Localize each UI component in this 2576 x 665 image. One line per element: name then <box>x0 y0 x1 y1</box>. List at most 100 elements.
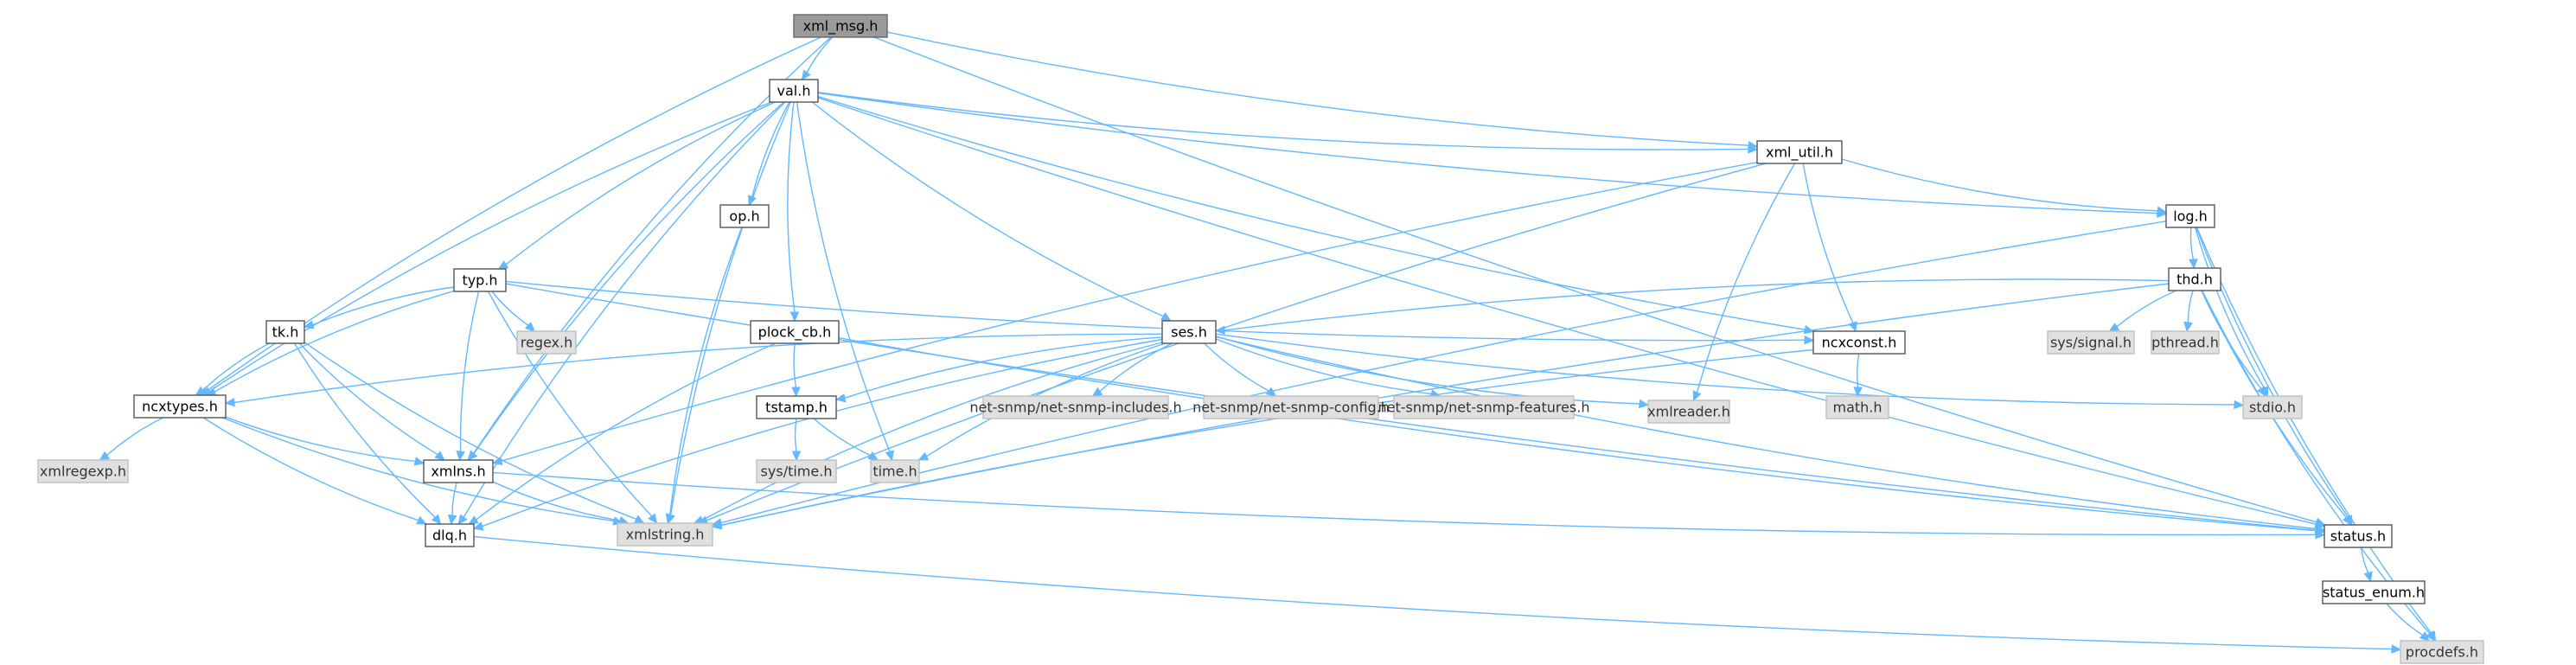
node-box <box>1393 395 1575 419</box>
edge-line <box>1802 163 1854 323</box>
arrowhead <box>472 521 484 531</box>
edge-line <box>701 342 1163 521</box>
edge-ses-to-tstamp <box>834 336 1163 403</box>
edge-xml_msg-to-xml_util <box>886 31 1759 150</box>
edge-line <box>817 92 2158 214</box>
arrowhead <box>665 513 674 525</box>
edge-ses-to-time <box>917 342 1166 461</box>
node-label: thd.h <box>2176 272 2213 288</box>
edge-tk-to-ncxtypes <box>195 342 270 396</box>
edge-line <box>2194 227 2266 389</box>
node-nsfeatures: net-snmp/net-snmp-features.h <box>1378 395 1590 419</box>
edge-line <box>293 342 436 518</box>
edge-line <box>304 342 637 520</box>
node-label: xml_util.h <box>1766 144 1833 162</box>
node-nsconfig: net-snmp/net-snmp-config.h <box>1192 395 1390 419</box>
node-label: pthread.h <box>2151 335 2219 351</box>
node-box <box>756 459 837 483</box>
edge-line <box>312 286 455 326</box>
node-label: tstamp.h <box>765 400 828 416</box>
node-ncxtypes[interactable]: ncxtypes.h <box>133 394 227 419</box>
edge-line <box>505 280 1806 342</box>
node-box <box>2242 395 2303 419</box>
node-xmlns[interactable]: xmlns.h <box>423 459 494 483</box>
edge-line <box>838 337 2317 532</box>
node-plock-cb[interactable]: plock_cb.h <box>750 320 840 344</box>
edge-val-to-xml_util <box>817 92 1759 154</box>
arrowhead <box>457 514 468 525</box>
arrowhead <box>99 451 111 461</box>
node-regex: regex.h <box>516 330 577 355</box>
edge-ses-to-stdio <box>1215 333 2245 410</box>
node-op[interactable]: op.h <box>719 204 770 228</box>
node-label: xmlstring.h <box>626 527 705 543</box>
edge-xml_util-to-ncxconst <box>1802 163 1857 333</box>
edge-tstamp-to-time <box>813 418 879 461</box>
node-label: xmlreader.h <box>1647 404 1730 420</box>
edge-val-to-plock_cb <box>787 101 800 323</box>
edge-line <box>751 101 790 197</box>
edge-line <box>720 221 2167 524</box>
edge-line <box>669 227 743 515</box>
arrowhead <box>711 521 723 530</box>
arrowhead <box>1748 144 1759 154</box>
node-label: math.h <box>1832 400 1882 416</box>
edge-line <box>451 482 457 516</box>
arrowhead <box>2156 206 2168 215</box>
arrowhead <box>2419 631 2431 642</box>
edge-dlq-to-procdefs <box>473 535 2402 654</box>
arrowhead <box>2189 259 2198 270</box>
node-box <box>2165 204 2215 228</box>
node-box <box>756 395 837 419</box>
edge-line <box>793 342 797 388</box>
node-label: xml_msg.h <box>803 18 879 35</box>
node-label: xmlregexp.h <box>40 464 126 480</box>
node-label: time.h <box>873 464 917 480</box>
arrowhead <box>1692 390 1702 402</box>
arrowhead <box>2363 571 2373 583</box>
node-ncxconst[interactable]: ncxconst.h <box>1812 330 1906 355</box>
edge-line <box>1215 336 1640 405</box>
edge-ncxtypes-to-xmlregexp <box>99 417 163 461</box>
arrowhead <box>801 69 811 80</box>
node-typ[interactable]: typ.h <box>453 268 507 292</box>
edge-line <box>1215 333 2235 406</box>
edge-ses-to-status <box>1215 336 2326 534</box>
node-xml-util[interactable]: xml_util.h <box>1756 140 1843 164</box>
node-status[interactable]: status.h <box>2324 524 2393 548</box>
node-dlq[interactable]: dlq.h <box>425 523 475 547</box>
node-box <box>423 459 494 483</box>
edge-typ-to-xmlstring <box>487 291 658 524</box>
node-val[interactable]: val.h <box>769 79 819 103</box>
node-log[interactable]: log.h <box>2165 204 2215 228</box>
node-box <box>982 395 1169 419</box>
node-thd[interactable]: thd.h <box>2168 267 2221 291</box>
node-ses[interactable]: ses.h <box>1161 320 1217 344</box>
node-status-enum[interactable]: status_enum.h <box>2322 580 2426 604</box>
edge-line <box>225 416 416 463</box>
edge-line <box>214 290 455 393</box>
node-xml-msg[interactable]: xml_msg.h <box>793 14 888 38</box>
arrowhead <box>2257 386 2266 398</box>
node-box <box>2324 524 2393 548</box>
arrowhead <box>2391 644 2402 654</box>
edge-line <box>1696 163 1796 393</box>
node-tk[interactable]: tk.h <box>265 320 305 344</box>
arrowhead <box>195 386 207 396</box>
edge-plock_cb-to-dlq <box>468 342 777 525</box>
node-label: op.h <box>729 208 759 225</box>
node-box <box>1812 330 1906 355</box>
edge-line <box>106 417 163 456</box>
edge-ncxtypes-to-dlq <box>202 417 427 525</box>
arrowhead <box>497 260 509 270</box>
node-syssignal: sys/signal.h <box>2047 330 2135 355</box>
node-label: net-snmp/net-snmp-includes.h <box>969 400 1181 416</box>
edge-thd-to-pthread <box>2183 290 2194 333</box>
node-label: net-snmp/net-snmp-features.h <box>1378 400 1590 416</box>
edge-val-to-xmlns <box>467 101 784 461</box>
node-xmlregexp: xmlregexp.h <box>37 459 129 483</box>
edge-ncxtypes-to-xmlns <box>225 416 425 466</box>
node-box <box>870 459 920 483</box>
node-tstamp[interactable]: tstamp.h <box>756 395 837 419</box>
